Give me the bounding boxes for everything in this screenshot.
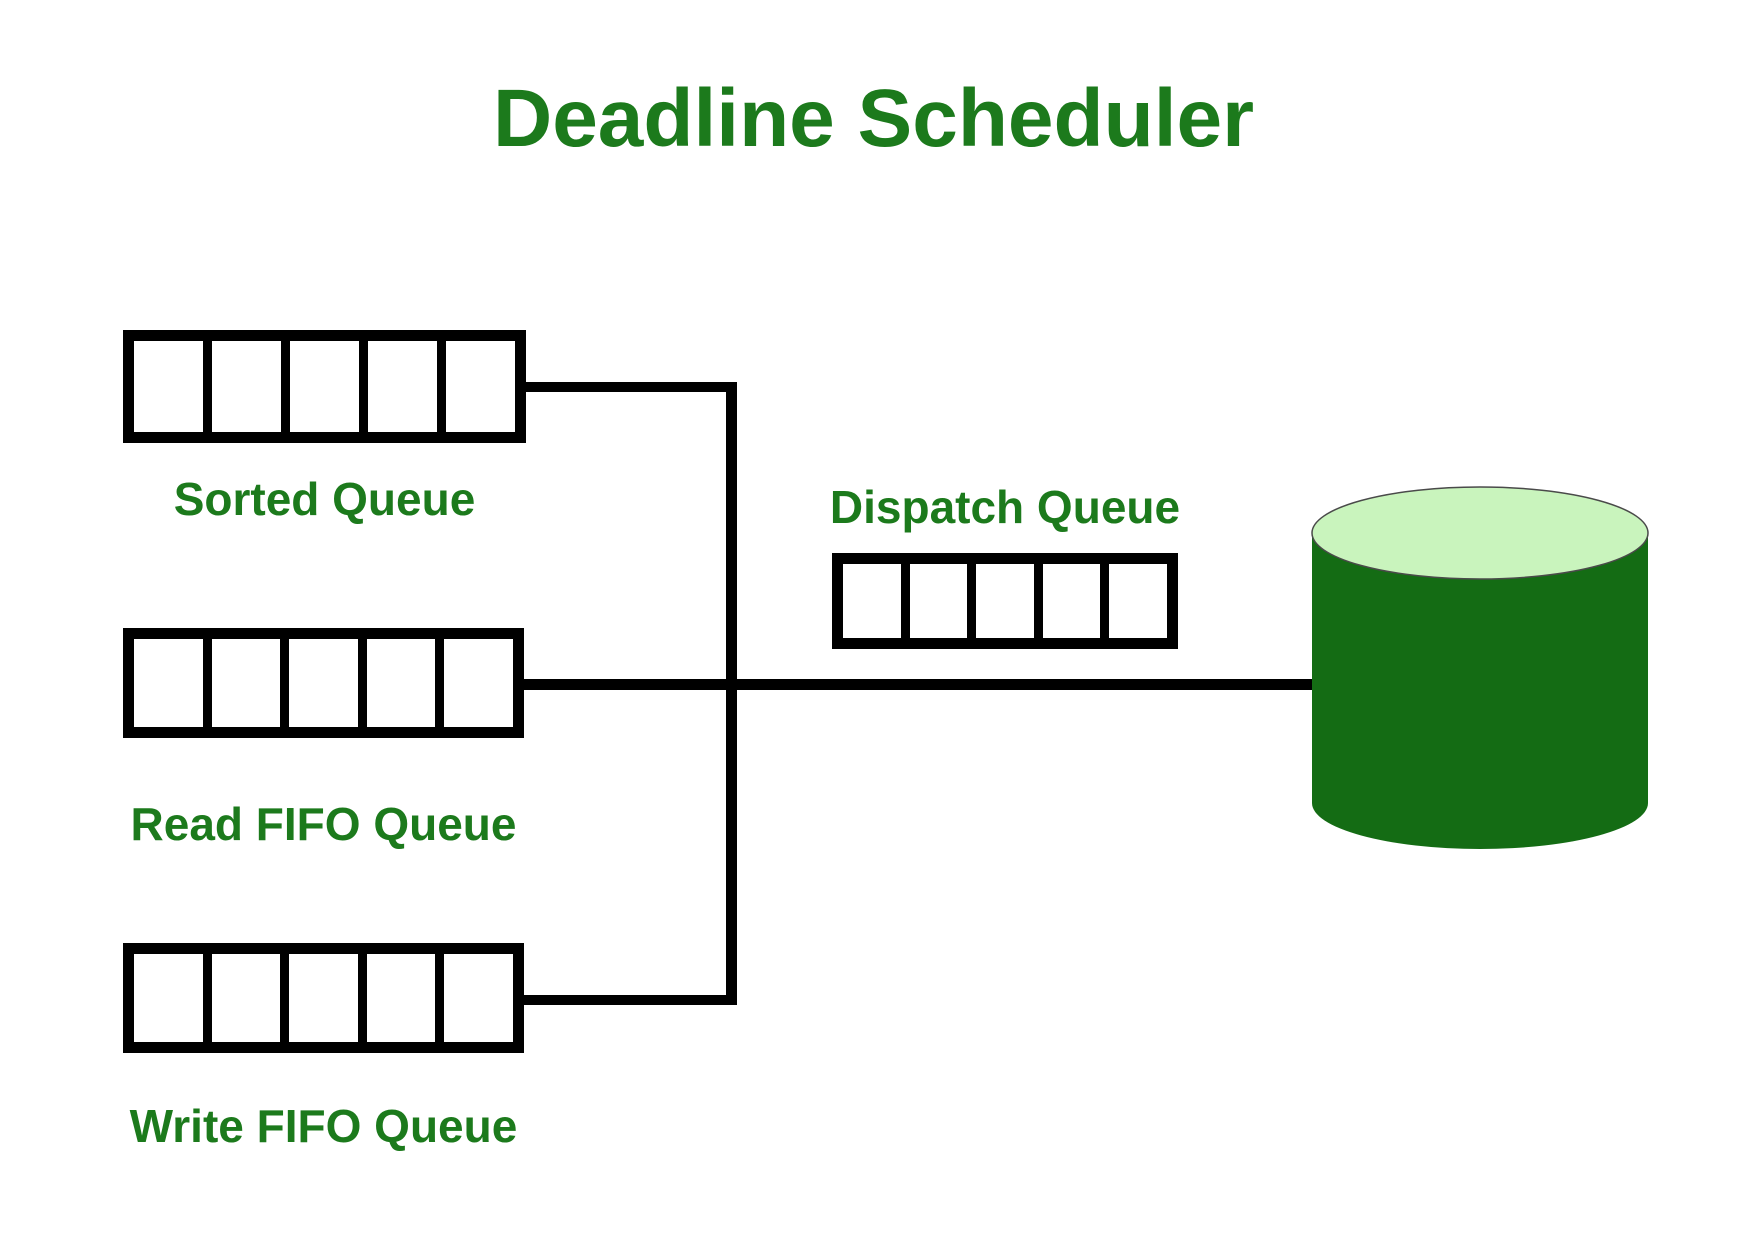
queue-cell (289, 639, 367, 727)
queue-cell (211, 954, 290, 1042)
queue-cell (368, 341, 446, 432)
read-fifo-queue-label: Read FIFO Queue (130, 798, 517, 850)
read-fifo-queue-box (123, 628, 524, 738)
write-fifo-queue-box (123, 943, 524, 1053)
merge-trunk-line (726, 382, 737, 1005)
queue-cell (212, 341, 290, 432)
queue-cell (366, 639, 445, 727)
queue-cell (134, 341, 212, 432)
write-queue-connector-line (518, 995, 737, 1005)
sorted-queue-connector-line (518, 382, 737, 392)
queue-cell (976, 564, 1043, 638)
disk-cylinder-icon (1311, 486, 1649, 849)
queue-cell (1042, 564, 1110, 638)
queue-cell (843, 564, 910, 638)
dispatch-arrow-line (518, 679, 1346, 690)
queue-cell (1109, 564, 1167, 638)
queue-cell (134, 954, 212, 1042)
queue-cell (446, 341, 515, 432)
write-fifo-queue-label: Write FIFO Queue (129, 1100, 518, 1152)
sorted-queue-box (123, 330, 526, 443)
queue-cell (909, 564, 977, 638)
dispatch-queue-label: Dispatch Queue (829, 481, 1181, 533)
diagram-title: Deadline Scheduler (492, 73, 1255, 164)
sorted-queue-label: Sorted Queue (173, 473, 476, 525)
queue-cell (211, 639, 290, 727)
queue-cell (444, 954, 513, 1042)
queue-cell (134, 639, 212, 727)
dispatch-queue-box (832, 553, 1178, 649)
queue-cell (366, 954, 445, 1042)
queue-cell (290, 341, 368, 432)
queue-cell (289, 954, 367, 1042)
queue-cell (444, 639, 513, 727)
